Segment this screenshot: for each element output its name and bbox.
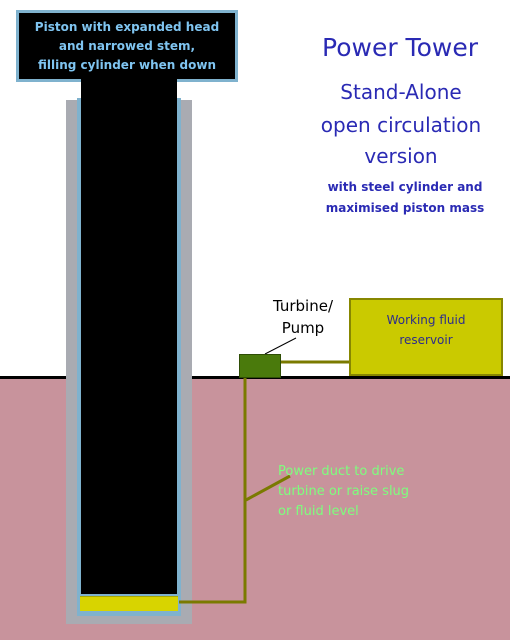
fluid-slug [80, 596, 178, 611]
subtitle-line-1: Stand-Alone [340, 80, 462, 104]
piston-head-label: Piston with expanded head and narrowed s… [16, 10, 238, 82]
power-duct-label: Power duct to drive turbine or raise slu… [278, 464, 410, 519]
piston-stem [81, 84, 177, 594]
turbine-pump [239, 354, 281, 378]
piston-head-neck [81, 79, 177, 87]
subtitle-line-2: open circulation [320, 113, 482, 137]
subtitle-line-3: version [364, 144, 438, 168]
steel-cylinder-note: with steel cylinder and maximised piston… [325, 180, 485, 215]
turbine-pump-label: Turbine/ Pump [272, 297, 334, 337]
turbine-pointer [264, 337, 297, 355]
working-fluid-reservoir: Working fluid reservoir [349, 298, 503, 376]
diagram-title: Power Tower [322, 33, 478, 62]
